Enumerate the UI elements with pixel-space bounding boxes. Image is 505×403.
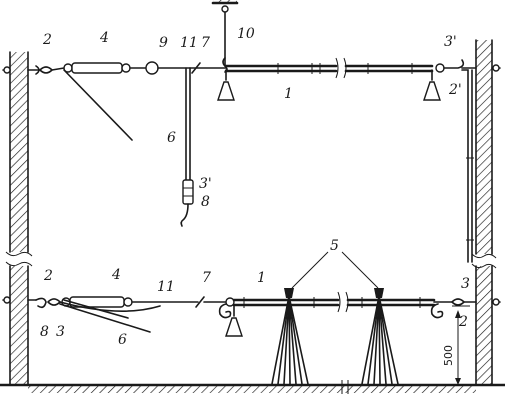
label-1-top: 1 [284,86,293,102]
left-post [5,51,33,385]
ceiling-hanger [211,0,239,73]
label-2-right: 2 [458,314,468,330]
label-6-top: 6 [167,130,176,146]
label-11-bottom: 11 [157,279,175,295]
label-11-top: 11 [180,35,198,51]
leader-lines-5 [291,251,379,289]
ground [0,380,505,394]
label-3prime-middle: 3' [199,176,212,192]
label-1-bottom: 1 [257,270,266,286]
top-rope-system [2,57,501,263]
label-10: 10 [237,26,255,42]
label-2-top-left: 2 [42,32,52,48]
label-3-bottom-left: 3 [56,324,65,340]
label-4-top: 4 [99,30,109,46]
vertical-hanging-line [180,67,194,227]
label-2prime-right: 2' [448,82,462,98]
label-6-bottom: 6 [118,332,127,348]
label-7-bottom: 7 [202,270,211,286]
rod-bundle-right [361,288,399,385]
label-3prime-top-right: 3' [444,34,457,50]
right-post [471,39,497,385]
labels: 10 2 4 9 11 7 1 3' 2' 6 3' 8 5 2 4 11 7 … [40,26,470,348]
label-8-middle: 8 [201,194,210,210]
height-dimension: 500 [442,305,470,385]
dimension-500: 500 [442,345,455,366]
label-9: 9 [159,35,168,51]
label-5: 5 [330,238,339,254]
label-7-top: 7 [201,35,210,51]
label-3-bottom-right: 3 [461,276,470,292]
rod-bundle-left [271,288,309,385]
label-8-bottom-left: 8 [40,324,49,340]
label-2-bottom-left: 2 [43,268,53,284]
bottom-rope-system [2,291,501,337]
label-4-bottom: 4 [111,267,121,283]
